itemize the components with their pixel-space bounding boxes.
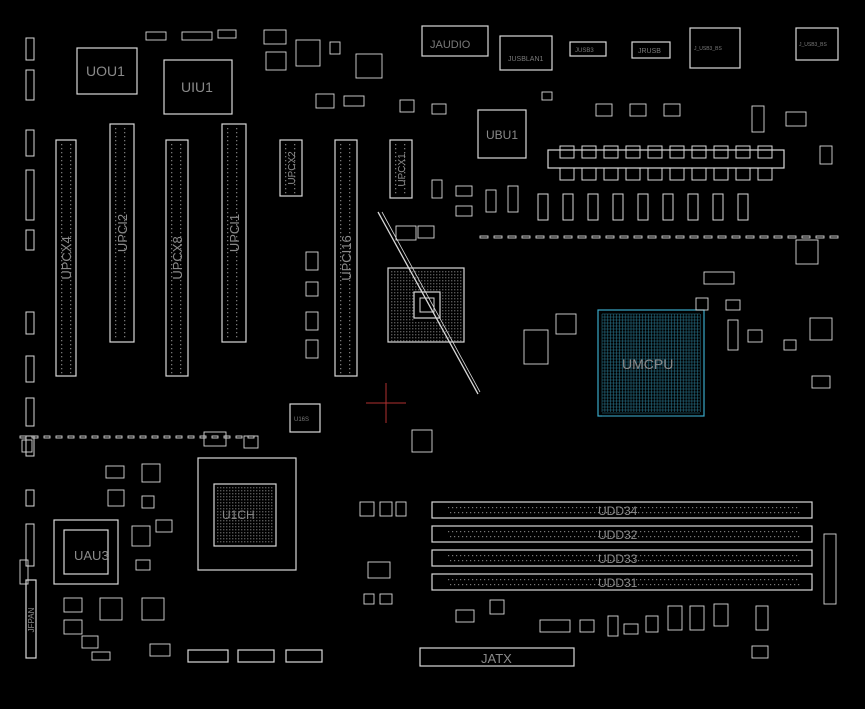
label-j-usb3: J_USB3_BS bbox=[694, 46, 722, 52]
connector-jatx bbox=[419, 647, 575, 667]
label-top-right: J_USB3_BS bbox=[799, 42, 827, 48]
connector-jusblan bbox=[499, 35, 553, 71]
label-jusbbt: JUSB3 bbox=[575, 48, 594, 54]
slot-upci16 bbox=[334, 139, 358, 377]
crosshair-cursor bbox=[366, 383, 406, 423]
cpu-pin-grid bbox=[601, 313, 701, 417]
slot-upcx2 bbox=[279, 139, 303, 197]
slot-upcx1 bbox=[389, 139, 413, 199]
label-front-panel: JFPAN bbox=[27, 607, 36, 632]
chip-northbridge bbox=[387, 267, 465, 343]
chip-uau3 bbox=[63, 529, 109, 575]
connector-j-usb3 bbox=[689, 27, 741, 69]
label-upcx2: UPCX2 bbox=[287, 151, 298, 185]
label-dimm3: UDD33 bbox=[598, 552, 638, 566]
label-jusblan: JUSBLAN1 bbox=[508, 56, 544, 63]
chip-uou1 bbox=[76, 47, 138, 95]
chip-uau3-outline bbox=[53, 519, 119, 585]
label-upcx1: UPCX1 bbox=[397, 153, 408, 187]
label-upci2: UPCI2 bbox=[115, 214, 130, 252]
label-jatx: JATX bbox=[481, 651, 512, 666]
header-front-panel bbox=[25, 579, 37, 659]
connector-top-right bbox=[795, 27, 839, 61]
chip-u16s bbox=[289, 403, 321, 433]
slot-upci1 bbox=[221, 123, 247, 343]
northbridge-pin-grid bbox=[391, 271, 462, 342]
label-ubu1: UBU1 bbox=[486, 128, 518, 142]
label-jrusb: JRUSB bbox=[638, 48, 661, 55]
connector-jrusb bbox=[631, 41, 671, 59]
slot-upcx4 bbox=[55, 139, 77, 377]
label-umcpu: UMCPU bbox=[622, 356, 673, 372]
label-jaudio: JAUDIO bbox=[430, 39, 471, 51]
chip-u1ch-outline bbox=[197, 457, 297, 571]
label-upcx4: UPCX4 bbox=[59, 236, 74, 279]
connector-jusbbt bbox=[569, 41, 607, 57]
label-uou1: UOU1 bbox=[86, 63, 125, 79]
slot-upcx8 bbox=[165, 139, 189, 377]
chip-u1ch bbox=[213, 483, 277, 547]
label-upci16: UPCI16 bbox=[339, 235, 354, 281]
vrm-row bbox=[547, 149, 785, 169]
label-u1ch: U1CH bbox=[222, 508, 255, 522]
label-upcx8: UPCX8 bbox=[170, 236, 185, 279]
label-u16s: U16S bbox=[294, 417, 309, 423]
connector-jaudio bbox=[421, 25, 489, 57]
dimm-udd31 bbox=[431, 573, 813, 591]
dimm-udd33 bbox=[431, 549, 813, 567]
label-uau3: UAU3 bbox=[74, 548, 109, 563]
chip-uiu1 bbox=[163, 59, 233, 115]
label-uiu1: UIU1 bbox=[181, 79, 213, 95]
slot-upci2 bbox=[109, 123, 135, 343]
header-fan3 bbox=[285, 649, 323, 663]
header-fan1 bbox=[187, 649, 229, 663]
chip-ubu1 bbox=[477, 109, 527, 159]
southbridge-pin-grid bbox=[217, 487, 273, 543]
header-fan2 bbox=[237, 649, 275, 663]
label-dimm1: UDD31 bbox=[598, 576, 638, 590]
dimm-udd34 bbox=[431, 501, 813, 519]
dimm-udd32 bbox=[431, 525, 813, 543]
label-dimm4: UDD34 bbox=[598, 504, 638, 518]
label-dimm2: UDD32 bbox=[598, 528, 638, 542]
label-upci1: UPCI1 bbox=[227, 214, 242, 252]
